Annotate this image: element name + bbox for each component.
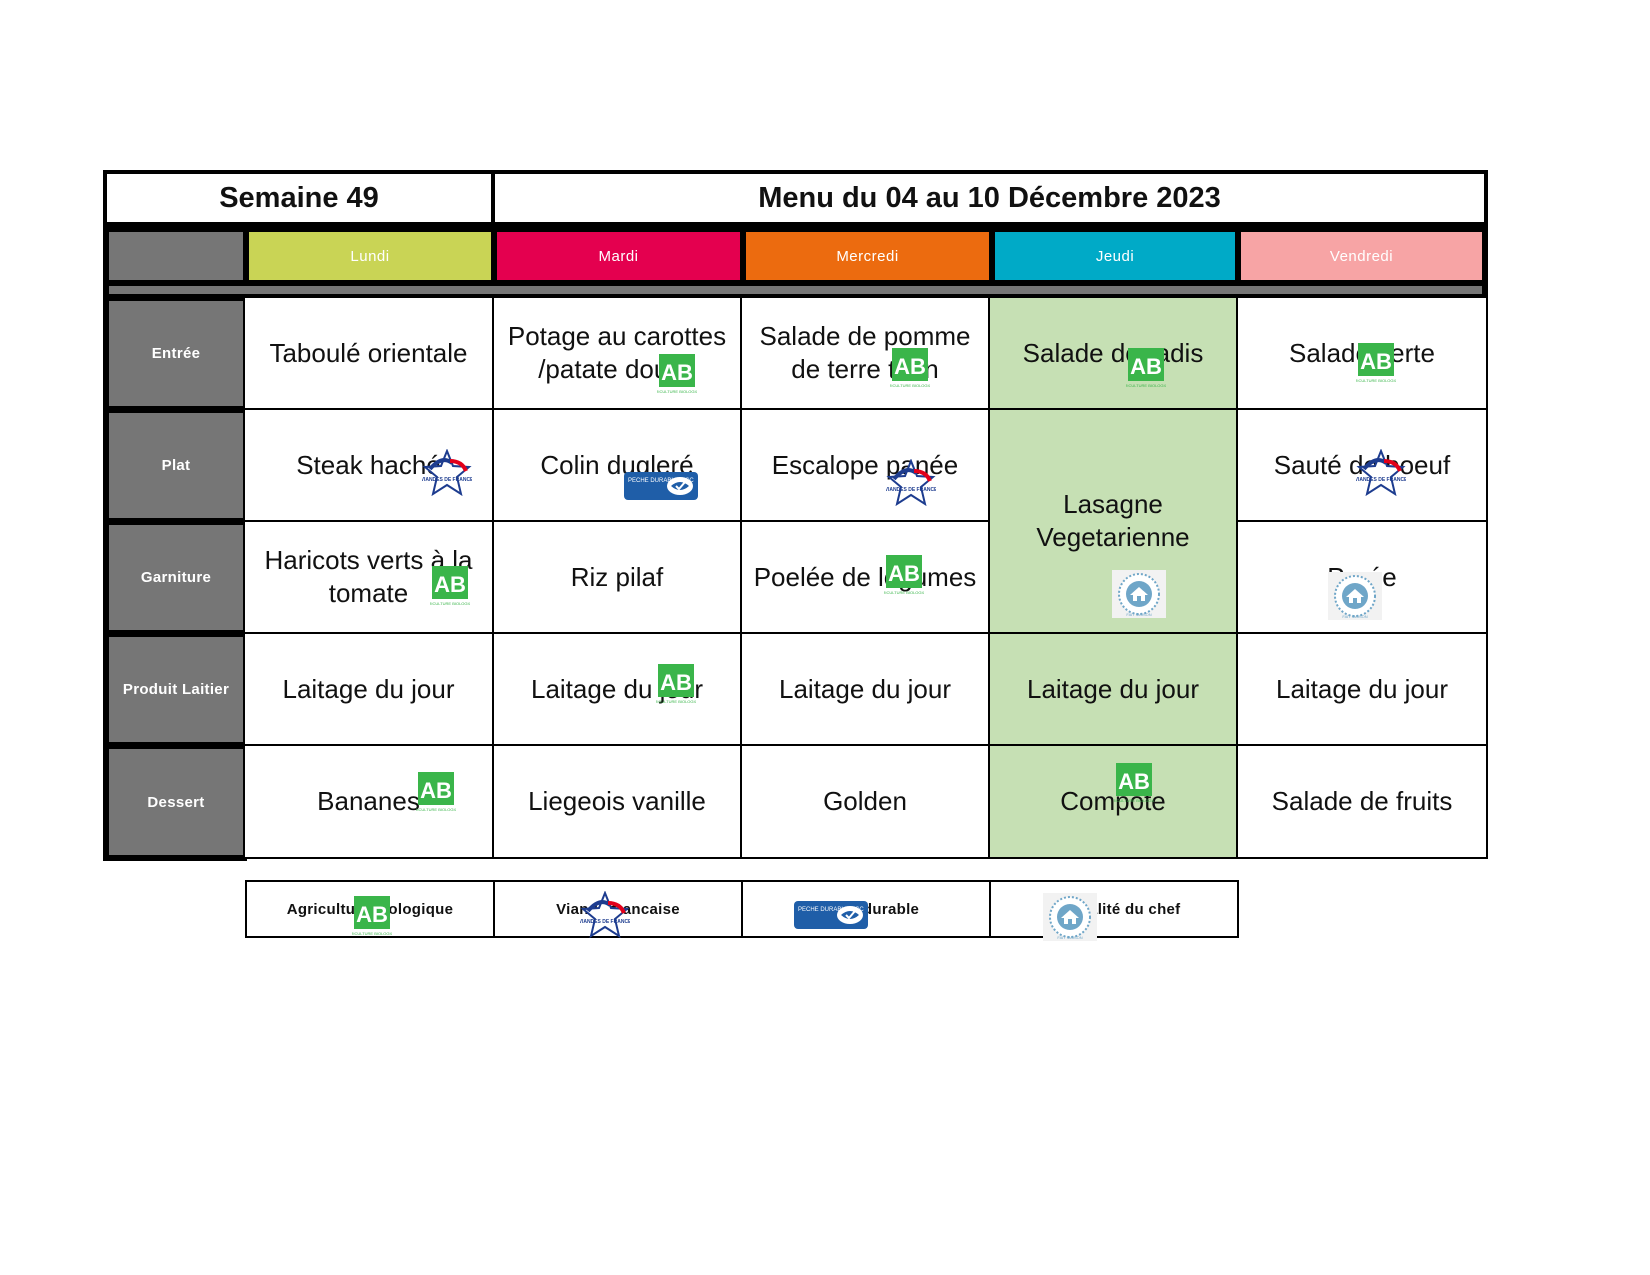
svg-text:AGRICULTURE BIOLOGIQUE: AGRICULTURE BIOLOGIQUE	[656, 699, 696, 704]
fait-maison-icon: FAIT MAISON	[1112, 570, 1166, 618]
cell-entree-jeudi: Salade de radis	[990, 298, 1238, 410]
svg-text:AGRICULTURE BIOLOGIQUE: AGRICULTURE BIOLOGIQUE	[1126, 383, 1166, 388]
ab-organic-icon: AB AGRICULTURE BIOLOGIQUE	[650, 353, 705, 399]
day-mardi: Mardi	[497, 232, 740, 280]
day-header-strip	[109, 286, 1482, 294]
svg-text:AB: AB	[434, 572, 466, 597]
svg-text:AB: AB	[1360, 349, 1392, 374]
svg-text:PECHE DURABLE MSC: PECHE DURABLE MSC	[628, 478, 694, 484]
ab-organic-icon: AB AGRICULTURE BIOLOGIQUE	[345, 895, 400, 941]
viandes-de-france-icon: VIANDES DE FRANCE	[421, 448, 474, 497]
ab-organic-icon: AB AGRICULTURE BIOLOGIQUE	[423, 565, 478, 611]
row-label-produit-laitier: Produit Laitier	[109, 637, 243, 742]
legend-specialite-du-chef: Specialité du chef	[989, 880, 1239, 938]
svg-text:VIANDES DE FRANCE: VIANDES DE FRANCE	[886, 487, 936, 493]
cell-laitier-vendredi: Laitage du jour	[1238, 634, 1488, 746]
cell-dessert-jeudi: Compote	[990, 746, 1238, 859]
svg-text:FAIT MAISON: FAIT MAISON	[1126, 612, 1151, 617]
svg-text:AGRICULTURE BIOLOGIQUE: AGRICULTURE BIOLOGIQUE	[657, 389, 697, 394]
cell-garniture-mercredi: Poelée de légumes	[742, 522, 990, 634]
ab-organic-icon: AB AGRICULTURE BIOLOGIQUE	[1349, 342, 1404, 388]
day-mercredi: Mercredi	[746, 232, 989, 280]
ab-organic-icon: AB AGRICULTURE BIOLOGIQUE	[877, 554, 932, 600]
ab-organic-icon: AB AGRICULTURE BIOLOGIQUE	[883, 347, 938, 393]
svg-text:AGRICULTURE BIOLOGIQUE: AGRICULTURE BIOLOGIQUE	[430, 601, 470, 606]
svg-text:VIANDES DE FRANCE: VIANDES DE FRANCE	[580, 919, 630, 925]
svg-text:AB: AB	[356, 902, 388, 927]
cell-dessert-mardi: Liegeois vanille	[494, 746, 742, 859]
ab-organic-icon: AB AGRICULTURE BIOLOGIQUE	[1119, 347, 1174, 393]
viandes-de-france-icon: VIANDES DE FRANCE	[579, 890, 632, 939]
msc-fish-icon: PECHE DURABLE MSC	[794, 901, 868, 929]
day-vendredi: Vendredi	[1241, 232, 1482, 280]
cell-entree-mercredi: Salade de pomme de terre thon	[742, 298, 990, 410]
cell-entree-lundi: Taboulé orientale	[245, 298, 494, 410]
svg-text:AB: AB	[1118, 769, 1150, 794]
cell-dessert-lundi: Bananes	[245, 746, 494, 859]
cell-garniture-mardi: Riz pilaf	[494, 522, 742, 634]
svg-text:FAIT MAISON: FAIT MAISON	[1342, 614, 1367, 619]
cell-laitier-lundi: Laitage du jour	[245, 634, 494, 746]
ab-organic-icon: AB AGRICULTURE BIOLOGIQUE	[409, 771, 464, 817]
svg-text:FAIT MAISON: FAIT MAISON	[1057, 935, 1082, 940]
cell-plat-mercredi: Escalope panée	[742, 410, 990, 522]
svg-text:AGRICULTURE BIOLOGIQUE: AGRICULTURE BIOLOGIQUE	[1356, 378, 1396, 383]
svg-text:VIANDES DE FRANCE: VIANDES DE FRANCE	[1356, 477, 1406, 483]
viandes-de-france-icon: VIANDES DE FRANCE	[1355, 448, 1408, 497]
day-lundi: Lundi	[249, 232, 491, 280]
cell-garniture-lundi: Haricots verts à la tomate	[245, 522, 494, 634]
svg-text:VIANDES DE FRANCE: VIANDES DE FRANCE	[422, 477, 472, 483]
msc-fish-icon: PECHE DURABLE MSC	[624, 472, 698, 500]
cell-plat-mardi: Colin dugleré	[494, 410, 742, 522]
svg-text:AB: AB	[894, 354, 926, 379]
svg-text:AB: AB	[660, 670, 692, 695]
svg-text:AB: AB	[1130, 354, 1162, 379]
svg-text:AGRICULTURE BIOLOGIQUE: AGRICULTURE BIOLOGIQUE	[416, 807, 456, 812]
row-label-dessert: Dessert	[109, 749, 243, 855]
svg-text:AGRICULTURE BIOLOGIQUE: AGRICULTURE BIOLOGIQUE	[884, 590, 924, 595]
svg-text:AGRICULTURE BIOLOGIQUE: AGRICULTURE BIOLOGIQUE	[1114, 798, 1154, 803]
svg-text:AGRICULTURE BIOLOGIQUE: AGRICULTURE BIOLOGIQUE	[890, 383, 930, 388]
cell-laitier-mercredi: Laitage du jour	[742, 634, 990, 746]
ab-organic-icon: AB AGRICULTURE BIOLOGIQUE	[649, 663, 704, 709]
row-label-entree: Entrée	[109, 301, 243, 406]
svg-text:AB: AB	[420, 778, 452, 803]
svg-text:AB: AB	[661, 360, 693, 385]
svg-text:PECHE DURABLE MSC: PECHE DURABLE MSC	[798, 907, 864, 913]
row-label-plat: Plat	[109, 413, 243, 518]
day-header-corner	[109, 232, 243, 280]
cell-laitier-jeudi: Laitage du jour	[990, 634, 1238, 746]
menu-grid-frame	[245, 296, 1488, 859]
cell-dessert-mercredi: Golden	[742, 746, 990, 859]
fait-maison-icon: FAIT MAISON	[1328, 572, 1382, 620]
cell-laitier-mardi: Laitage du jour	[494, 634, 742, 746]
viandes-de-france-icon: VIANDES DE FRANCE	[885, 458, 938, 507]
svg-text:AB: AB	[888, 561, 920, 586]
day-jeudi: Jeudi	[995, 232, 1235, 280]
svg-text:AGRICULTURE BIOLOGIQUE: AGRICULTURE BIOLOGIQUE	[352, 931, 392, 936]
row-label-garniture: Garniture	[109, 525, 243, 630]
fait-maison-icon: FAIT MAISON	[1043, 893, 1097, 941]
week-title: Semaine 49	[103, 170, 495, 226]
cell-entree-mardi: Potage au carottes /patate douce	[494, 298, 742, 410]
ab-organic-icon: AB AGRICULTURE BIOLOGIQUE	[1107, 762, 1162, 808]
menu-title: Menu du 04 au 10 Décembre 2023	[491, 170, 1488, 226]
cell-dessert-vendredi: Salade de fruits	[1238, 746, 1488, 859]
